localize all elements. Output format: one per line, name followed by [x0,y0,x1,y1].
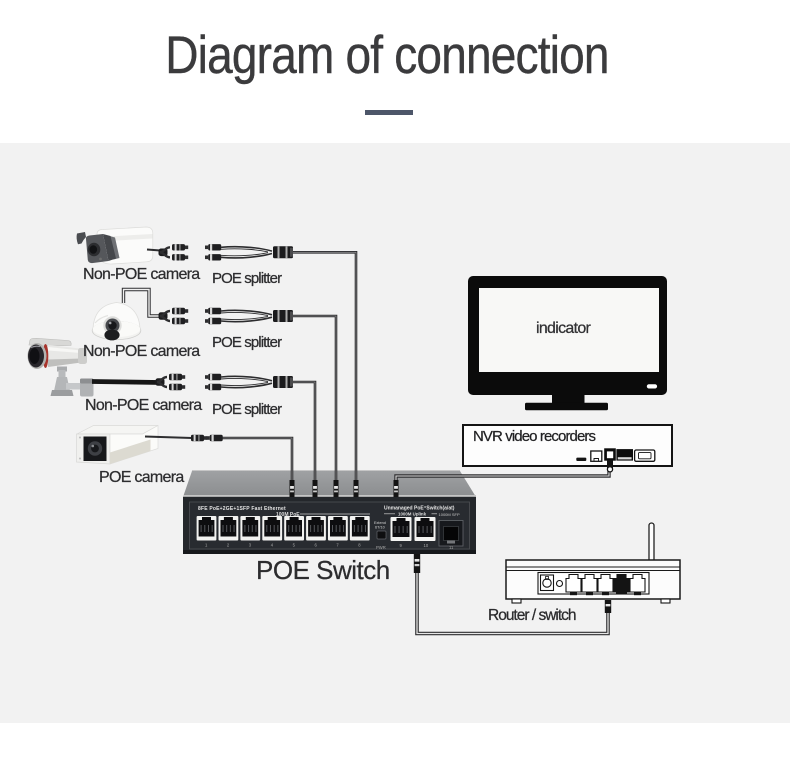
svg-text:7: 7 [336,543,339,548]
svg-text:1000M Uplink: 1000M Uplink [398,512,427,517]
svg-text:100M PoE: 100M PoE [276,512,300,518]
svg-text:9: 9 [400,543,403,548]
svg-text:6T/10: 6T/10 [375,526,385,530]
svg-text:1000M SFP: 1000M SFP [439,512,460,517]
svg-text:8FE PoE+2GE+1SFP Fast Ethernet: 8FE PoE+2GE+1SFP Fast Ethernet [198,506,286,512]
svg-text:Unmanaged PoE⁺Switch(a/at): Unmanaged PoE⁺Switch(a/at) [384,506,455,512]
svg-text:3: 3 [249,543,252,548]
svg-text:6: 6 [315,543,318,548]
svg-text:8: 8 [358,543,361,548]
svg-text:Extend: Extend [374,521,386,525]
svg-text:11: 11 [449,545,454,550]
svg-text:1: 1 [205,543,208,548]
svg-text:5: 5 [293,543,296,548]
svg-text:PWR: PWR [376,545,386,550]
svg-text:4: 4 [271,543,274,548]
svg-text:2: 2 [227,543,230,548]
svg-text:10: 10 [424,543,429,548]
